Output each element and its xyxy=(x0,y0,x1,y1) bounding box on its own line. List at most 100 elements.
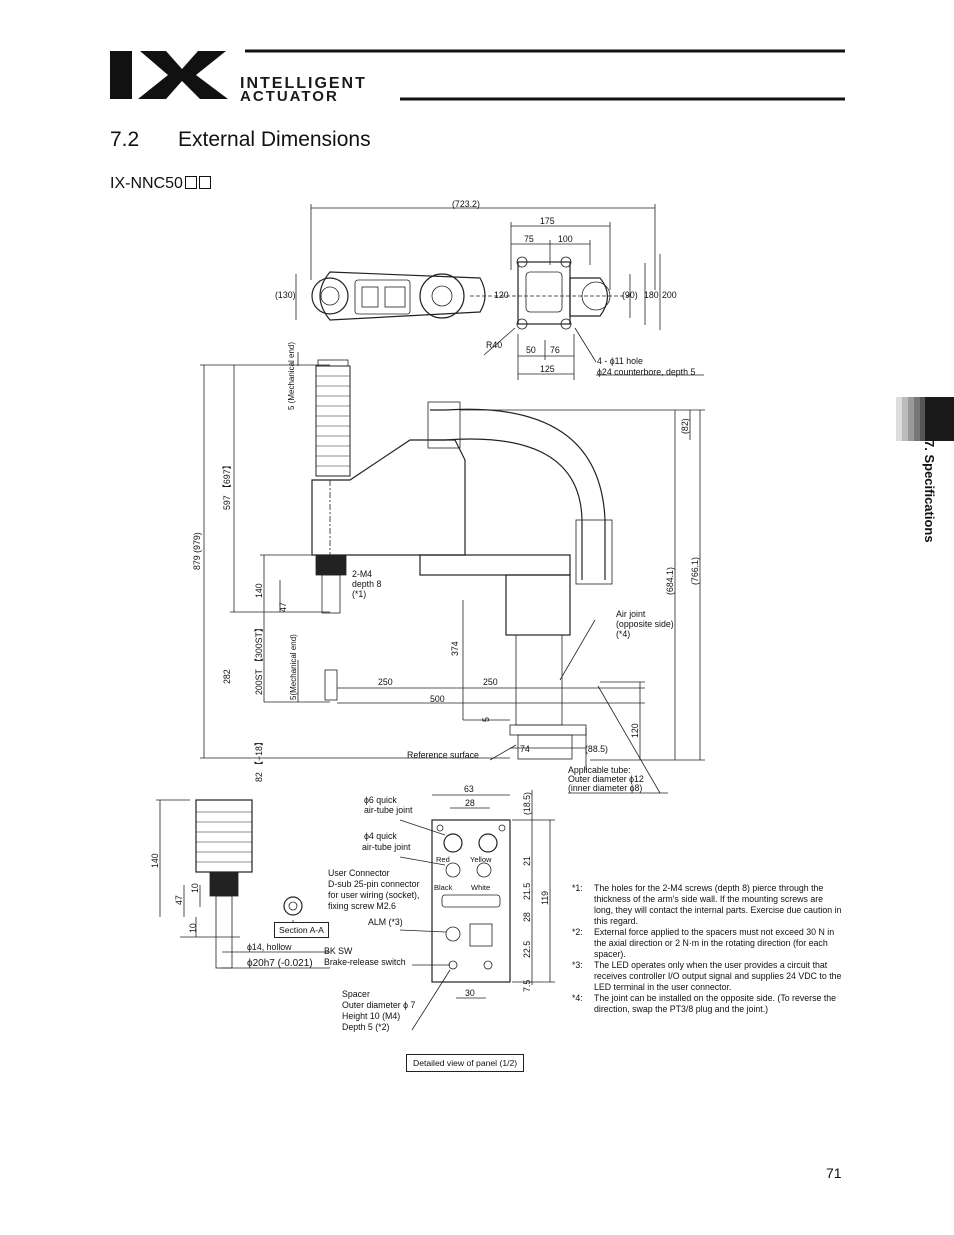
side-view xyxy=(200,352,705,794)
quick4-1: ϕ4 quick xyxy=(364,831,397,841)
panel-22: 22.5 xyxy=(522,940,532,958)
dim-88: (88.5) xyxy=(585,744,608,754)
reference-surface: Reference surface xyxy=(407,750,479,760)
panel-21b: 21.5 xyxy=(522,882,532,900)
user-conn-1: User Connector xyxy=(328,868,390,878)
top-view xyxy=(295,204,704,380)
page-number: 71 xyxy=(826,1165,842,1181)
dim-100: 100 xyxy=(558,234,573,244)
note-3: *3:The LED operates only when the user p… xyxy=(572,960,842,992)
panel-detail xyxy=(399,790,555,1031)
dim-175: 175 xyxy=(540,216,555,226)
dim-120: 120 xyxy=(494,290,509,300)
label-yellow: Yellow xyxy=(470,855,492,864)
note-4: *4:The joint can be installed on the opp… xyxy=(572,993,837,1014)
quick6-2: air-tube joint xyxy=(364,805,413,815)
panel-7: 7.5 xyxy=(522,979,532,992)
bk-sw-1: BK SW xyxy=(324,946,353,956)
tube-1: Applicable tube: xyxy=(568,765,631,775)
dim-82: 82 【−18】 xyxy=(254,737,264,782)
tube-3: (inner diameter ϕ8) xyxy=(568,783,643,793)
dim-879: 879 (979) xyxy=(192,532,202,570)
dim-90: (90) xyxy=(622,290,638,300)
dim-120r: 120 xyxy=(630,723,640,738)
dim-374: 374 xyxy=(450,641,460,656)
dim-82r: (82) xyxy=(680,418,690,434)
label-red: Red xyxy=(436,855,450,864)
dim-76: 76 xyxy=(550,345,560,355)
note-2: *2:External force applied to the spacers… xyxy=(572,927,835,959)
notes-list: *1:The holes for the 2-M4 screws (depth … xyxy=(572,883,844,1015)
dim-500: 500 xyxy=(430,694,445,704)
dim-250b: 250 xyxy=(483,677,498,687)
dim-200st: 200ST 【300ST】 xyxy=(254,623,264,695)
dim-200: 200 xyxy=(662,290,677,300)
detail-10: 10 xyxy=(190,883,200,893)
shaft-fit: ϕ20h7 (-0.021) xyxy=(247,958,313,969)
dim-5: 5 xyxy=(481,717,491,722)
detail-47: 47 xyxy=(174,895,184,905)
logo-line1: INTELLIGENT xyxy=(240,75,367,92)
section-number: 7.2 xyxy=(110,128,140,151)
dim-282: 282 xyxy=(222,669,232,684)
panel-28: 28 xyxy=(465,798,475,808)
m4-line3: (*1) xyxy=(352,589,367,599)
chapter-tab xyxy=(925,397,954,441)
panel-21: 21 xyxy=(522,856,532,866)
quick4-2: air-tube joint xyxy=(362,842,411,852)
dim-130: (130) xyxy=(275,290,296,300)
tab-stripes xyxy=(896,397,926,441)
logo-line2: ACTUATOR xyxy=(240,88,339,105)
ix-logo xyxy=(110,47,850,112)
mech-end-top: 5 (Mechanical end) xyxy=(287,341,296,410)
dim-75: 75 xyxy=(524,234,534,244)
panel-28b: 28 xyxy=(522,912,532,922)
spacer-4: Depth 5 (*2) xyxy=(342,1022,390,1032)
air-joint-1: Air joint xyxy=(616,609,646,619)
dim-766: (766.1) xyxy=(690,557,700,585)
spacer-2: Outer diameter ϕ 7 xyxy=(342,1000,416,1010)
air-joint-3: (*4) xyxy=(616,629,631,639)
spacer-3: Height 10 (M4) xyxy=(342,1011,401,1021)
user-conn-3: for user wiring (socket), xyxy=(328,890,420,900)
panel-63: 63 xyxy=(464,784,474,794)
dim-r40: R40 xyxy=(486,340,503,350)
dim-684: (684.1) xyxy=(665,567,675,595)
user-conn-4: fixing screw M2.6 xyxy=(328,901,396,911)
spacer-1: Spacer xyxy=(342,989,370,999)
detail-10b: 10 xyxy=(188,923,198,933)
dim-47: 47 xyxy=(278,602,288,612)
panel-30: 30 xyxy=(465,988,475,998)
panel-119: 119 xyxy=(540,890,550,905)
section-title: 7.2 External Dimensions xyxy=(110,128,371,152)
ix-logo-mark xyxy=(110,51,228,99)
section-aa: Section A-A xyxy=(274,922,329,938)
mech-end-bottom: 5(Mechanical end) xyxy=(289,634,298,700)
dim-180: 180 xyxy=(644,290,659,300)
dim-74: 74 xyxy=(520,744,530,754)
m4-line1: 2-M4 xyxy=(352,569,373,579)
quick6-1: ϕ6 quick xyxy=(364,795,397,805)
z-axis-detail xyxy=(156,799,330,969)
air-joint-2: (opposite side) xyxy=(616,619,674,629)
tube-2: Outer diameter ϕ12 xyxy=(568,774,644,784)
hole-spec-2: ϕ24 counterbore, depth 5 xyxy=(597,367,696,377)
panel-18: (18.5) xyxy=(522,792,532,815)
section-title-text: External Dimensions xyxy=(178,128,371,151)
alm-label: ALM (*3) xyxy=(368,917,403,927)
dim-140: 140 xyxy=(254,583,264,598)
bk-sw-2: Brake-release switch xyxy=(324,957,406,967)
dim-250a: 250 xyxy=(378,677,393,687)
label-black: Black xyxy=(434,883,453,892)
panel-caption: Detailed view of panel (1/2) xyxy=(406,1054,525,1072)
dim-overall: (723.2) xyxy=(452,199,480,209)
model-name: IX-NNC50 xyxy=(110,175,211,193)
note-1: *1:The holes for the 2-M4 screws (depth … xyxy=(572,883,842,926)
detail-140: 140 xyxy=(150,853,160,868)
dim-125: 125 xyxy=(540,364,555,374)
hollow: ϕ14, hollow xyxy=(247,942,292,952)
m4-line2: depth 8 xyxy=(352,579,382,589)
label-white: White xyxy=(471,883,491,892)
hole-spec-1: 4 - ϕ11 hole xyxy=(597,356,643,366)
